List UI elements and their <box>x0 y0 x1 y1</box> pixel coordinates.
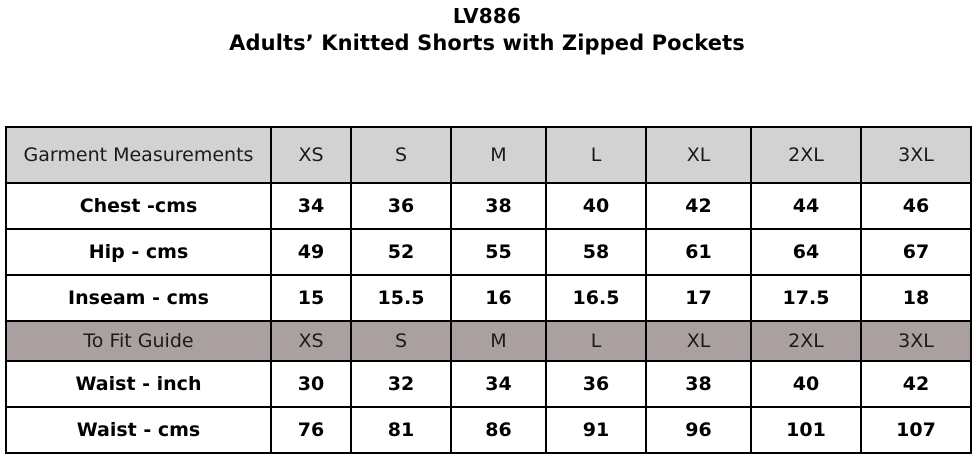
waist-cms-m: 86 <box>450 406 547 454</box>
size-header-3xl: 3XL <box>860 126 972 184</box>
row-label-waist-inch: Waist - inch <box>5 360 272 408</box>
table-row: Hip - cms 49 52 55 58 61 64 67 <box>5 228 972 276</box>
tofit-size-header-2xl: 2XL <box>750 320 862 362</box>
garment-measurements-header-row: Garment Measurements XS S M L XL 2XL 3XL <box>5 126 972 184</box>
chest-3xl: 46 <box>860 182 972 230</box>
size-table-container: Garment Measurements XS S M L XL 2XL 3XL… <box>5 126 972 454</box>
waist-inch-s: 32 <box>350 360 452 408</box>
waist-inch-2xl: 40 <box>750 360 862 408</box>
inseam-m: 16 <box>450 274 547 322</box>
waist-cms-s: 81 <box>350 406 452 454</box>
table-row: Inseam - cms 15 15.5 16 16.5 17 17.5 18 <box>5 274 972 322</box>
row-label-inseam: Inseam - cms <box>5 274 272 322</box>
tofit-size-header-l: L <box>545 320 647 362</box>
to-fit-guide-header-row: To Fit Guide XS S M L XL 2XL 3XL <box>5 320 972 362</box>
chest-xs: 34 <box>270 182 352 230</box>
row-label-hip: Hip - cms <box>5 228 272 276</box>
row-label-waist-cms: Waist - cms <box>5 406 272 454</box>
inseam-3xl: 18 <box>860 274 972 322</box>
size-header-xs: XS <box>270 126 352 184</box>
waist-inch-m: 34 <box>450 360 547 408</box>
waist-cms-xs: 76 <box>270 406 352 454</box>
size-header-m: M <box>450 126 547 184</box>
inseam-xl: 17 <box>645 274 752 322</box>
hip-3xl: 67 <box>860 228 972 276</box>
tofit-size-header-xl: XL <box>645 320 752 362</box>
tofit-size-header-xs: XS <box>270 320 352 362</box>
size-header-2xl: 2XL <box>750 126 862 184</box>
size-header-xl: XL <box>645 126 752 184</box>
table-row: Waist - inch 30 32 34 36 38 40 42 <box>5 360 972 408</box>
waist-inch-3xl: 42 <box>860 360 972 408</box>
hip-l: 58 <box>545 228 647 276</box>
size-chart-table: Garment Measurements XS S M L XL 2XL 3XL… <box>5 126 972 454</box>
hip-2xl: 64 <box>750 228 862 276</box>
inseam-xs: 15 <box>270 274 352 322</box>
hip-xs: 49 <box>270 228 352 276</box>
chest-xl: 42 <box>645 182 752 230</box>
size-chart-page: LV886 Adults’ Knitted Shorts with Zipped… <box>0 4 974 454</box>
chest-2xl: 44 <box>750 182 862 230</box>
hip-s: 52 <box>350 228 452 276</box>
title-block: LV886 Adults’ Knitted Shorts with Zipped… <box>0 4 974 56</box>
inseam-2xl: 17.5 <box>750 274 862 322</box>
chest-l: 40 <box>545 182 647 230</box>
chest-s: 36 <box>350 182 452 230</box>
chest-m: 38 <box>450 182 547 230</box>
table-row: Chest -cms 34 36 38 40 42 44 46 <box>5 182 972 230</box>
tofit-size-header-s: S <box>350 320 452 362</box>
waist-cms-2xl: 101 <box>750 406 862 454</box>
waist-cms-xl: 96 <box>645 406 752 454</box>
tofit-size-header-3xl: 3XL <box>860 320 972 362</box>
waist-inch-xs: 30 <box>270 360 352 408</box>
hip-xl: 61 <box>645 228 752 276</box>
hip-m: 55 <box>450 228 547 276</box>
style-code: LV886 <box>452 4 522 28</box>
waist-cms-3xl: 107 <box>860 406 972 454</box>
size-header-l: L <box>545 126 647 184</box>
to-fit-guide-label: To Fit Guide <box>5 320 272 362</box>
product-name: Adults’ Knitted Shorts with Zipped Pocke… <box>229 31 745 55</box>
row-label-chest: Chest -cms <box>5 182 272 230</box>
tofit-size-header-m: M <box>450 320 547 362</box>
garment-measurements-label: Garment Measurements <box>5 126 272 184</box>
waist-inch-xl: 38 <box>645 360 752 408</box>
table-row: Waist - cms 76 81 86 91 96 101 107 <box>5 406 972 454</box>
waist-inch-l: 36 <box>545 360 647 408</box>
inseam-s: 15.5 <box>350 274 452 322</box>
size-header-s: S <box>350 126 452 184</box>
inseam-l: 16.5 <box>545 274 647 322</box>
waist-cms-l: 91 <box>545 406 647 454</box>
